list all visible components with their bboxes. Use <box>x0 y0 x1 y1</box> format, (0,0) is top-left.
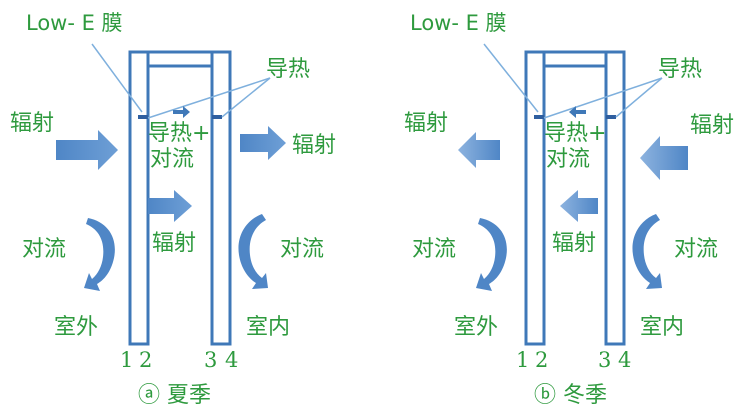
winter-lowe-coating <box>534 115 544 119</box>
summer-cavity-radiation-arrow <box>148 190 192 222</box>
winter-radiation-out-arrow <box>458 132 500 168</box>
winter-radiation-in-arrow <box>640 136 688 180</box>
winter-cavity-radiation-arrow <box>560 190 598 222</box>
winter-pane-number-4: 4 <box>618 348 631 372</box>
summer-cavity-small-arrow <box>173 106 190 118</box>
summer-indoor-label: 室内 <box>246 315 290 340</box>
winter-outdoor-label: 室外 <box>454 315 498 340</box>
summer-convection-outer-label: 对流 <box>22 237 66 262</box>
summer-outer-pane <box>128 50 150 346</box>
summer-radiation-inner-label: 辐射 <box>292 133 336 158</box>
winter-pane-number-3: 3 <box>598 348 611 372</box>
winter-convection-outer-arrow <box>476 218 507 291</box>
summer-pane-number-2: 2 <box>139 348 152 372</box>
winter-caption: ⓑ 冬季 <box>534 383 607 408</box>
summer-conduction-label: 导热 <box>266 57 310 82</box>
winter-pane-number-1: 1 <box>516 348 529 372</box>
summer-cavity-label-1: 导热+ <box>148 121 210 146</box>
summer-convection-inner-label: 对流 <box>280 237 324 262</box>
summer-leader-lines <box>91 43 271 119</box>
winter-lowe-label: Low- E 膜 <box>410 11 507 35</box>
winter-convection-inner-label: 对流 <box>674 237 718 262</box>
winter-glazing-frame <box>524 50 626 346</box>
summer-caption: ⓐ 夏季 <box>138 383 211 408</box>
summer-cavity-radiation-label: 辐射 <box>152 231 196 256</box>
winter-cavity-small-arrow <box>569 106 586 118</box>
summer-outdoor-label: 室外 <box>54 315 98 340</box>
summer-panel: Low- E 膜 导热 导热+ 对流 辐射 辐射 辐射 对流 对流 室外 室内 … <box>10 11 336 408</box>
summer-convection-outer-arrow <box>84 218 115 291</box>
summer-radiation-outer-label: 辐射 <box>10 111 54 136</box>
winter-panel: Low- E 膜 导热 导热+ 对流 辐射 辐射 辐射 对流 对流 室外 室内 … <box>404 11 734 408</box>
summer-radiation-in-arrow <box>56 130 118 170</box>
winter-cavity-label-2: 对流 <box>546 147 590 172</box>
winter-radiation-outer-label: 辐射 <box>404 111 448 136</box>
summer-pane-number-1: 1 <box>120 348 133 372</box>
winter-outer-pane <box>524 50 546 346</box>
summer-lowe-coating <box>138 115 148 119</box>
winter-convection-inner-arrow <box>632 214 662 289</box>
summer-radiation-out-arrow <box>240 126 286 160</box>
summer-spacer-mark <box>212 115 222 119</box>
winter-pane-number-2: 2 <box>535 348 548 372</box>
winter-cavity-label-1: 导热+ <box>544 121 606 146</box>
winter-radiation-inner-label: 辐射 <box>690 113 734 138</box>
winter-convection-outer-label: 对流 <box>412 237 456 262</box>
winter-indoor-label: 室内 <box>640 315 684 340</box>
winter-conduction-label: 导热 <box>658 57 702 82</box>
summer-cavity-label-2: 对流 <box>150 147 194 172</box>
winter-spacer-mark <box>606 115 616 119</box>
winter-leader-lines <box>483 43 663 119</box>
winter-cavity-radiation-label: 辐射 <box>552 231 596 256</box>
summer-pane-number-4: 4 <box>225 348 238 372</box>
summer-pane-number-3: 3 <box>204 348 217 372</box>
summer-lowe-label: Low- E 膜 <box>26 11 123 35</box>
summer-convection-inner-arrow <box>238 214 268 289</box>
